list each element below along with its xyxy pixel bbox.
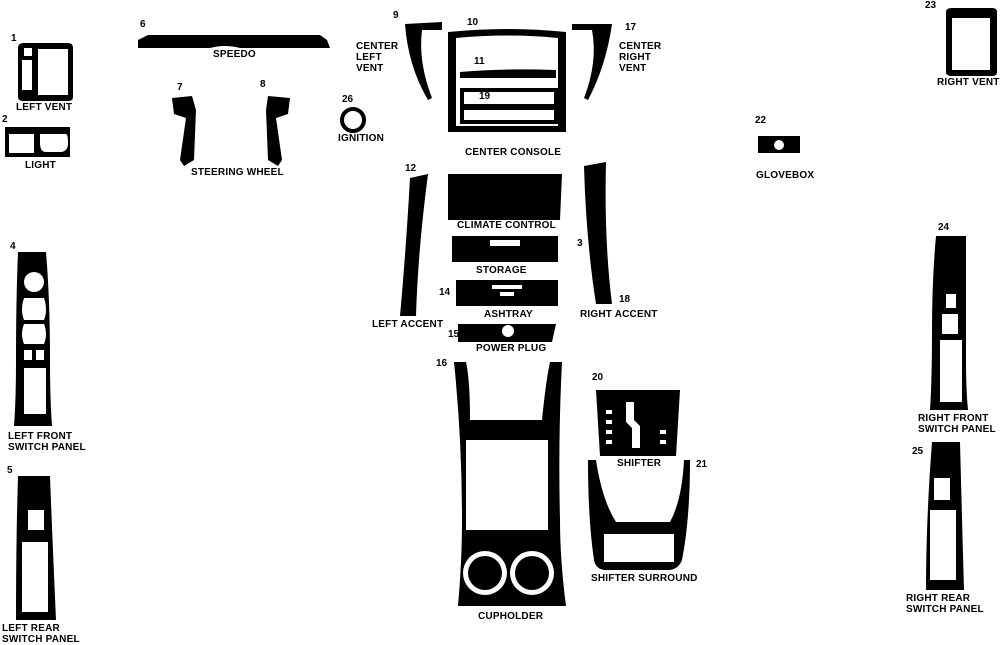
part-label-17: CENTER RIGHT VENT [619,41,662,74]
part-number-15: 15 [448,329,460,340]
part-number-25: 25 [912,446,924,457]
part-number-22: 22 [755,115,767,126]
part-1-left-vent [18,43,73,101]
part-label-24: RIGHT FRONT SWITCH PANEL [918,413,996,435]
part-17-center-right-vent [572,24,612,100]
part-label-18: RIGHT ACCENT [580,309,658,320]
part-number-1: 1 [11,33,17,44]
part-22-glovebox [758,136,800,153]
label-storage: STORAGE [476,265,527,276]
label-climate-control: CLIMATE CONTROL [457,220,556,231]
part-label-1: LEFT VENT [16,102,73,113]
part-number-7: 7 [177,82,183,93]
part-number-6: 6 [140,19,146,30]
part-number-3: 3 [577,238,583,249]
part-number-26: 26 [342,94,354,105]
part-label-5: LEFT REAR SWITCH PANEL [2,623,80,645]
part-climate-control [448,174,562,220]
part-number-21: 21 [696,459,708,470]
part-label-26: IGNITION [338,133,385,144]
part-number-23: 23 [925,0,937,11]
part-number-24: 24 [938,222,950,233]
part-21-shifter-surround [588,460,690,570]
label-steering-wheel: STEERING WHEEL [191,167,284,178]
part-7-steering-left [172,96,196,166]
part-label-6: SPEEDO [213,49,256,60]
part-5-left-rear-switch-panel [16,476,56,620]
part-label-22: GLOVEBOX [756,170,815,181]
part-number-18: 18 [619,294,631,305]
part-19-console-panel [460,88,558,124]
part-2-light [5,127,70,157]
part-16-cupholder [454,362,566,606]
part-20-shifter [596,390,680,456]
part-12-left-accent [400,174,428,316]
part-label-25: RIGHT REAR SWITCH PANEL [906,593,984,615]
part-number-4: 4 [10,241,16,252]
part-number-9: 9 [393,10,399,21]
part-label-10: CENTER CONSOLE [465,147,562,158]
part-number-12: 12 [405,163,417,174]
part-number-14: 14 [439,287,451,298]
part-label-2: LIGHT [25,160,56,171]
part-label-20: SHIFTER [617,458,662,469]
part-15-power-plug [458,324,556,342]
part-number-20: 20 [592,372,604,383]
part-26-ignition [340,107,366,133]
part-number-11: 11 [474,56,485,67]
part-label-21: SHIFTER SURROUND [591,573,698,584]
part-10-center-console [448,29,566,132]
part-number-2: 2 [2,114,8,125]
part-23-right-vent [946,8,997,76]
part-8-steering-right [266,96,290,166]
part-6-speedo [138,35,330,48]
part-label-15: POWER PLUG [476,343,547,354]
part-4-left-front-switch-panel [14,252,52,426]
part-11-console-strip [460,69,556,78]
part-label-16: CUPHOLDER [478,611,544,622]
part-label-14: ASHTRAY [484,309,533,320]
part-number-19: 19 [479,91,491,102]
part-label-23: RIGHT VENT [937,77,1000,88]
part-9-center-left-vent [405,22,442,100]
part-storage [452,236,558,262]
part-25-right-rear-switch-panel [926,442,964,590]
part-18-right-accent [584,162,612,304]
part-14-ashtray [456,280,558,306]
part-label-9: CENTER LEFT VENT [356,41,399,74]
part-number-8: 8 [260,79,266,90]
part-label-12: LEFT ACCENT [372,319,444,330]
part-24-right-front-switch-panel [930,236,968,410]
part-number-10: 10 [467,17,479,28]
part-number-17: 17 [625,22,637,33]
part-number-16: 16 [436,358,448,369]
part-number-5: 5 [7,465,13,476]
part-label-4: LEFT FRONT SWITCH PANEL [8,431,86,453]
